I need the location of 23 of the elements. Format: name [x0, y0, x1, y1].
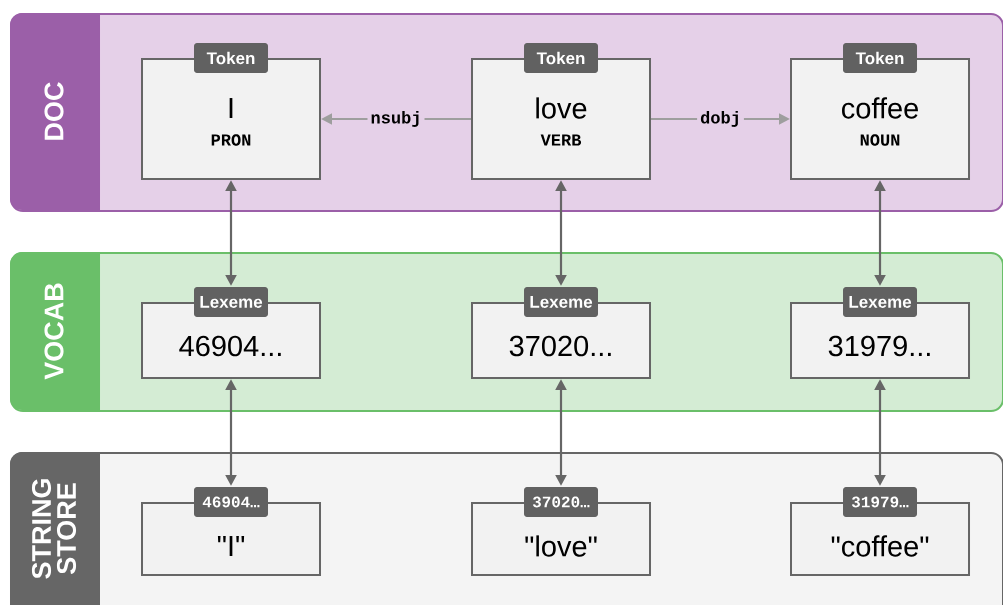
- tag-badge: Token: [843, 43, 917, 73]
- edge-label: nsubj: [367, 108, 425, 130]
- token-box: Token I PRON: [141, 43, 321, 180]
- tag-badge: Lexeme: [524, 287, 598, 317]
- tag-badge: 37020…: [524, 487, 598, 517]
- token-box: Token love VERB: [471, 43, 651, 180]
- tag-badge: Token: [524, 43, 598, 73]
- section-label: VOCAB: [10, 252, 100, 410]
- tag-badge: 31979…: [843, 487, 917, 517]
- lexeme-box: Lexeme 37020...: [471, 287, 651, 379]
- lexeme-box: Lexeme 46904...: [141, 287, 321, 379]
- section-label: STRING STORE: [10, 452, 100, 605]
- string-box: 37020… "love": [471, 487, 651, 576]
- token-box: Token coffee NOUN: [790, 43, 970, 180]
- tag-badge: Lexeme: [194, 287, 268, 317]
- string-box: 46904… "I": [141, 487, 321, 576]
- string-box: 31979… "coffee": [790, 487, 970, 576]
- tag-badge: Token: [194, 43, 268, 73]
- tag-badge: Lexeme: [843, 287, 917, 317]
- lexeme-box: Lexeme 31979...: [790, 287, 970, 379]
- tag-badge: 46904…: [194, 487, 268, 517]
- edge-label: dobj: [697, 108, 744, 130]
- section-label: DOC: [10, 13, 100, 210]
